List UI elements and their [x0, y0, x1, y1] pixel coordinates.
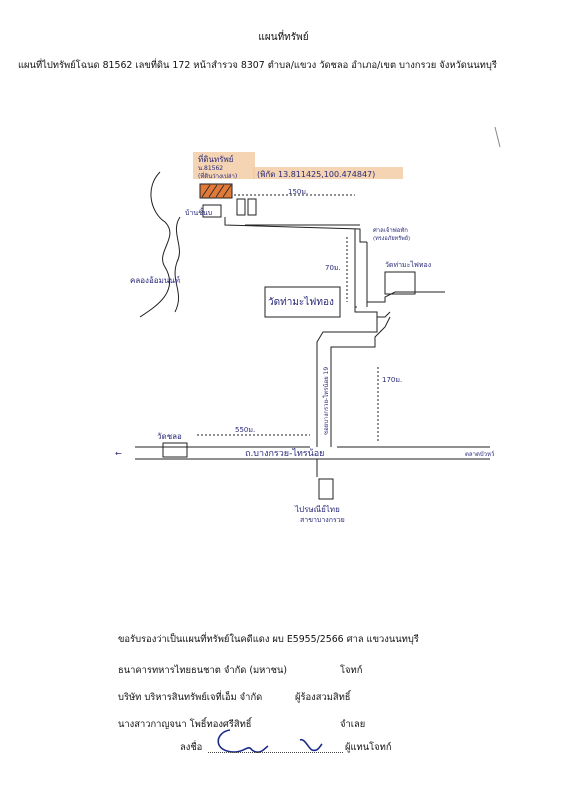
post-office-box [318, 478, 334, 500]
small-box-1 [236, 198, 246, 216]
house-label: บ้านชิ้นบ [185, 206, 212, 217]
property-label-1: ที่ดินทรัพย์ [198, 153, 233, 164]
right-destination: ตลาดบัวหว์ [465, 450, 494, 458]
dist-550-label: 550ม. [235, 426, 255, 434]
property-hatch [201, 184, 232, 198]
soi-road-left [316, 317, 378, 447]
junction-road-mid [354, 307, 391, 318]
wat-chalo-box [162, 442, 188, 458]
junction-road-top [366, 291, 445, 307]
post-office-label-2: สาขาบางกรวย [300, 516, 345, 524]
post-office-label-1: ไปรษณีย์ไทย [294, 504, 340, 514]
party-name-2: บริษัท บริหารสินทรัพย์เจที่เอ็ม จำกัด [118, 692, 263, 703]
coordinates-label: (พิกัด 13.811425,100.474847) [257, 170, 375, 179]
left-arrow: ← [115, 449, 122, 458]
canal-line-inner [174, 216, 181, 313]
temple-main-label: วัดท่ามะไฟทอง [268, 296, 334, 308]
main-road-label: ถ.บางกรวย-ไทรน้อย [245, 448, 324, 459]
scan-mark [494, 126, 501, 148]
signature-line [208, 752, 343, 753]
dist-70-label: 70ม. [325, 264, 341, 272]
small-box-2 [247, 198, 257, 216]
canal-line-outer [139, 171, 171, 318]
property-label-3: (ที่ดินว่างเปล่า) [198, 172, 237, 180]
coordinates-highlight [253, 167, 403, 179]
shrine-label: ศาลเจ้าพ่อทัก [373, 227, 408, 234]
top-road-a [224, 217, 367, 243]
map-svg: ที่ดินทรัพย์ น.81562 (ที่ดินว่างเปล่า) (… [115, 126, 501, 524]
property-label-highlight [193, 152, 255, 179]
signature-mark [217, 729, 323, 753]
temple-right-label: วัดท่ามะไฟทอง [385, 260, 431, 269]
soi-road-right [330, 316, 391, 447]
party-role-2: ผู้ร้องสวมสิทธิ์ [295, 692, 351, 703]
vert-road-left [354, 229, 357, 308]
house-box [202, 204, 222, 218]
signature-role: ผู้แทนโจทก์ [345, 742, 392, 753]
hand-drawn-map: ที่ดินทรัพย์ น.81562 (ที่ดินว่างเปล่า) (… [85, 117, 505, 582]
document-subtitle: แผนที่ไปทรัพย์โฉนด 81562 เลขที่ดิน 172 ห… [18, 60, 497, 71]
party-role-1: โจทก์ [340, 665, 363, 676]
certification-text: ขอรับรองว่าเป็นแผนที่ทรัพย์ในคดีแดง ผบ E… [118, 634, 419, 645]
shrine-sub-label: (ทรงอภัยทรัพย์) [373, 235, 410, 242]
soi-label: ซอยบางกรวย-ไทรน้อย 19 [322, 367, 330, 435]
dist-150-label: 150ม. [288, 188, 308, 196]
wat-chalo-label: วัดชลอ [157, 432, 182, 441]
signature-label: ลงชื่อ [180, 742, 203, 753]
party-name-1: ธนาคารทหารไทยธนชาต จำกัด (มหาชน) [118, 665, 288, 676]
temple-right-box [384, 271, 416, 295]
temple-main-box [264, 286, 341, 318]
property-label-2: น.81562 [198, 165, 223, 172]
party-role-3: จำเลย [340, 719, 366, 730]
dist-170-label: 170ม. [382, 376, 402, 384]
document-title: แผนที่ทรัพย์ [258, 32, 309, 43]
canal-label: คลองอ้อมนนท์ [130, 275, 180, 285]
party-name-3: นางสาวกาญจนา โพธิ์ทองศรีสิทธิ์ [118, 719, 252, 730]
